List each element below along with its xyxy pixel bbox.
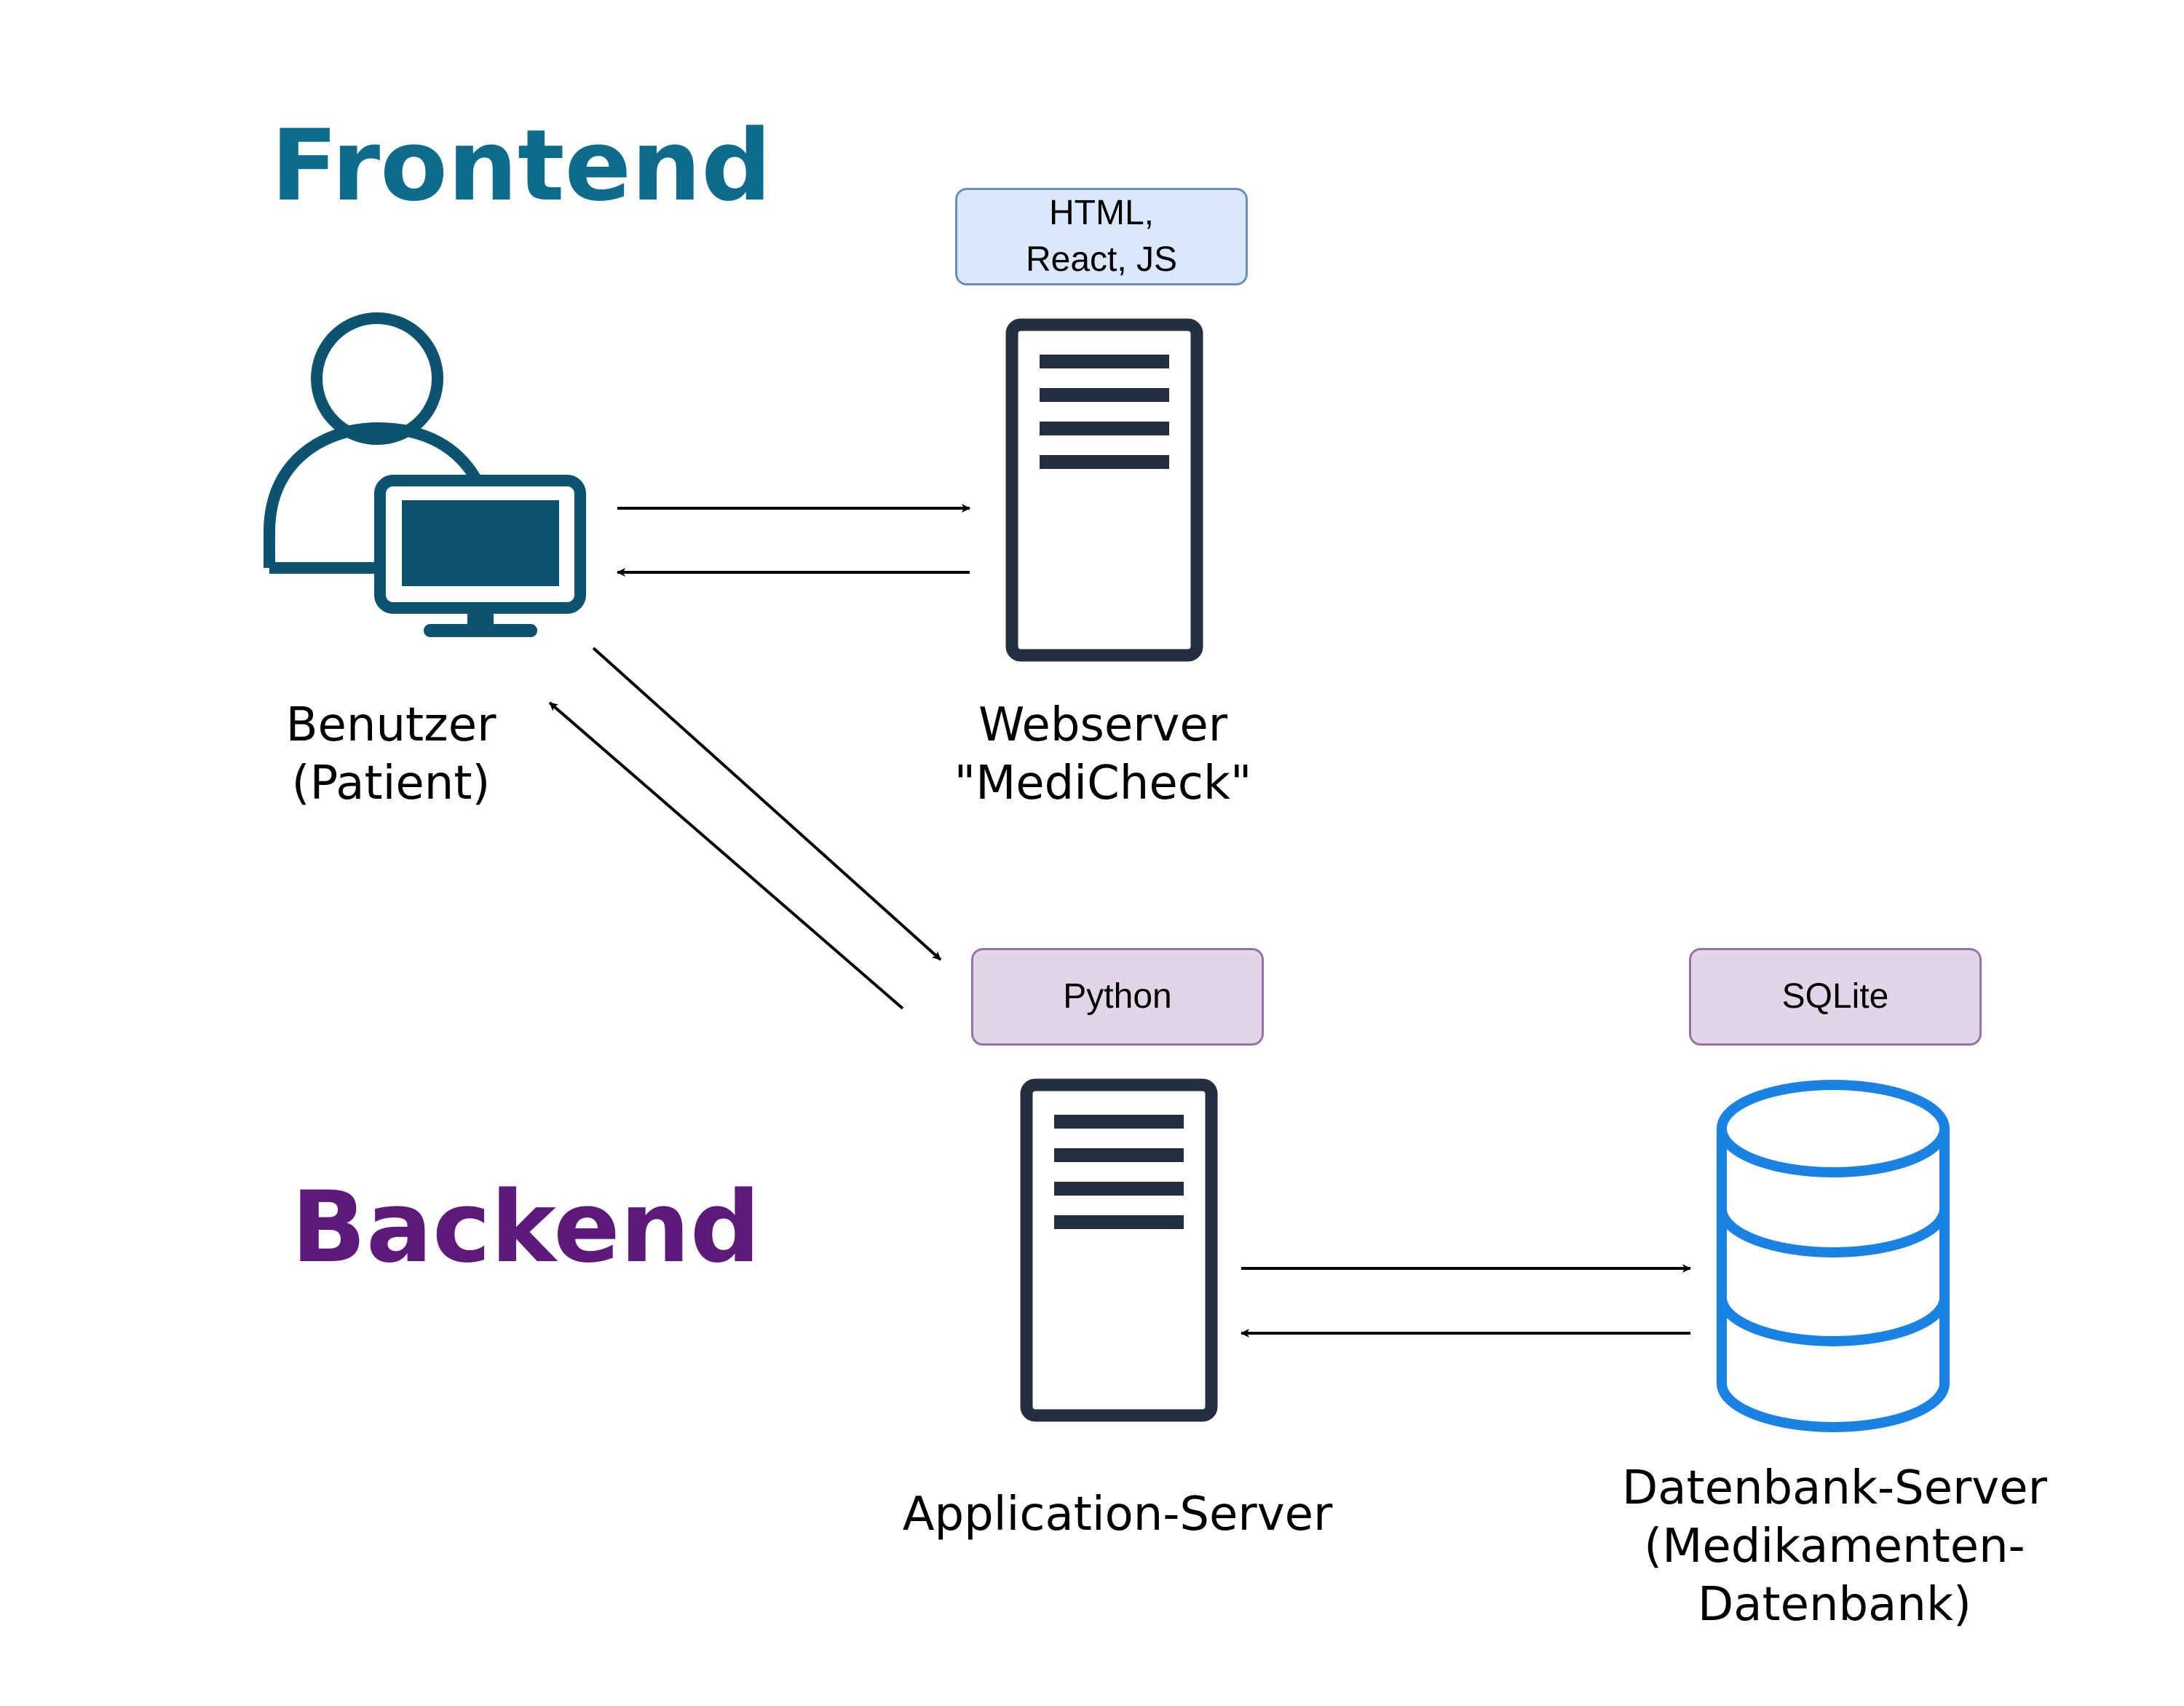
dbserver-label-line1: Datenbank-Server — [1622, 1461, 2047, 1515]
dbserver-label-line3: Datenbank) — [1698, 1578, 1971, 1632]
user-label-line1: Benutzer — [285, 698, 496, 752]
tech-tag-app: Python — [971, 948, 1264, 1046]
dbserver-label-line2: (Medikamenten- — [1644, 1520, 2025, 1573]
arrow-user-to-appserver — [592, 647, 942, 961]
tech-tag-web-line2: React, JS — [1025, 240, 1178, 279]
tech-tag-db: SQLite — [1689, 948, 1982, 1046]
webserver-label: Webserver "MediCheck" — [885, 696, 1321, 813]
user-label-line2: (Patient) — [291, 757, 491, 810]
user-computer-icon — [264, 312, 586, 637]
application-server-icon — [1020, 1078, 1218, 1422]
tech-tag-web-line1: HTML, — [1049, 194, 1154, 232]
tech-tag-db-line1: SQLite — [1781, 977, 1889, 1016]
tech-tag-app-line1: Python — [1063, 977, 1172, 1016]
dbserver-label: Datenbank-Server (Medikamenten- Datenban… — [1543, 1459, 2126, 1634]
backend-title: Backend — [291, 1170, 761, 1284]
webserver-label-line2: "MediCheck" — [954, 757, 1252, 810]
appserver-label-line1: Application-Server — [902, 1488, 1333, 1541]
arrow-appserver-to-user — [548, 701, 904, 1010]
database-icon — [1717, 1080, 1950, 1432]
webserver-label-line1: Webserver — [978, 698, 1228, 752]
frontend-title: Frontend — [271, 108, 772, 223]
tech-tag-web: HTML, React, JS — [955, 188, 1248, 285]
appserver-label: Application-Server — [826, 1485, 1409, 1544]
user-label: Benutzer (Patient) — [245, 696, 537, 813]
webserver-icon — [1005, 318, 1203, 662]
